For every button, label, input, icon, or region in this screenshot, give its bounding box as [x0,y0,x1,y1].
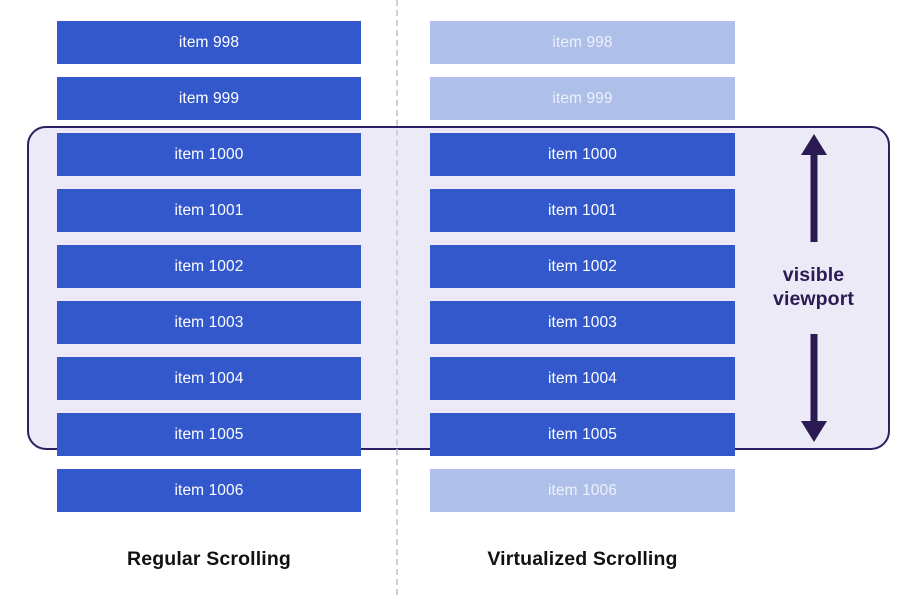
list-item-label: item 1000 [174,145,244,163]
list-item-label: item 1002 [548,257,617,275]
regular-list-item: item 1002 [57,245,361,288]
list-item-label: item 1001 [548,201,617,219]
list-item-label: item 1002 [174,257,244,275]
regular-list-item: item 1003 [57,301,361,344]
virtualized-list-item: item 1001 [430,189,735,232]
regular-list-item: item 998 [57,21,361,64]
virtualized-list-item: item 1003 [430,301,735,344]
list-item-label: item 1004 [174,369,244,387]
list-item-label: item 1006 [174,481,244,499]
list-item-label: item 1000 [548,145,617,163]
virtualized-list-item: item 1004 [430,357,735,400]
list-item-label: item 1001 [174,201,244,219]
list-item-label: item 1003 [174,313,244,331]
regular-list-item: item 1004 [57,357,361,400]
regular-list-item: item 1006 [57,469,361,512]
arrow-down-icon [800,334,827,442]
list-item-label: item 1006 [548,481,617,499]
regular-list-item: item 999 [57,77,361,120]
viewport-annotation: visible viewport [757,134,870,442]
virtualized-list-item: item 1002 [430,245,735,288]
caption-virtualized-scrolling: Virtualized Scrolling [487,548,678,570]
caption-regular-scrolling: Regular Scrolling [127,548,291,570]
list-item-label: item 1005 [548,425,617,443]
regular-list-item: item 1001 [57,189,361,232]
virtualized-list-item: item 1005 [430,413,735,456]
list-item-label: item 998 [552,33,613,51]
virtualized-list-item: item 998 [430,21,735,64]
list-item-label: item 1004 [548,369,617,387]
list-item-label: item 1003 [548,313,617,331]
arrow-up-icon [800,134,827,242]
regular-list-item: item 1005 [57,413,361,456]
virtualized-list-item: item 1006 [430,469,735,512]
list-item-label: item 1005 [174,425,244,443]
list-item-label: item 998 [178,33,240,51]
virtualized-list-item: item 1000 [430,133,735,176]
column-divider [396,0,398,595]
visible-viewport-label: visible viewport [773,264,854,310]
virtualized-list-item: item 999 [430,77,735,120]
list-item-label: item 999 [178,89,240,107]
list-item-label: item 999 [552,89,613,107]
regular-list-item: item 1000 [57,133,361,176]
